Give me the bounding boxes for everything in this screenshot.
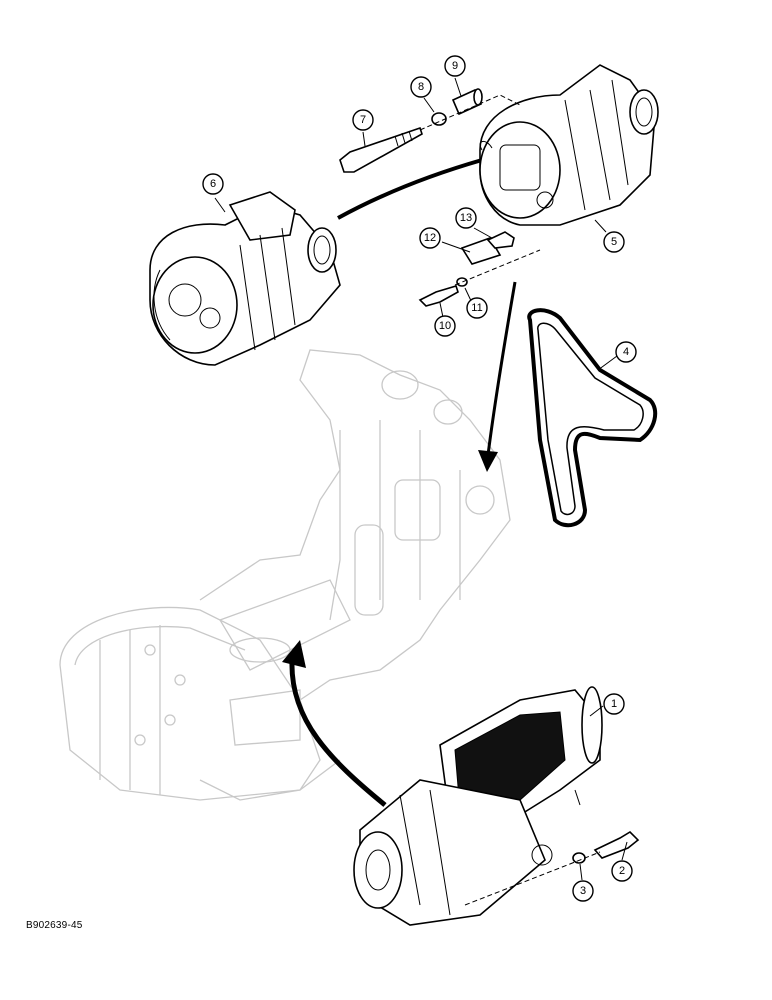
- callout-1: 1: [603, 693, 625, 715]
- alternator-removed: [149, 191, 341, 366]
- svg-text:13: 13: [460, 212, 472, 224]
- leader-lines: [214, 77, 628, 881]
- alternator-arrow: [478, 281, 517, 472]
- svg-text:5: 5: [611, 236, 617, 248]
- callout-4: 4: [615, 341, 637, 363]
- bolt-13: [486, 231, 515, 249]
- assembly-line-lower: [454, 249, 541, 286]
- bolt-7: [339, 126, 423, 173]
- callout-13: 13: [455, 207, 477, 229]
- svg-text:7: 7: [360, 114, 366, 126]
- svg-text:1: 1: [611, 698, 617, 710]
- svg-text:4: 4: [623, 346, 629, 358]
- callout-2: 2: [611, 860, 633, 882]
- drive-belt: [527, 308, 658, 528]
- assembly-line-starter: [464, 851, 601, 906]
- svg-text:2: 2: [619, 865, 625, 877]
- svg-text:3: 3: [580, 885, 586, 897]
- callout-5: 5: [603, 231, 625, 253]
- callout-6: 6: [202, 173, 224, 195]
- callout-11: 11: [466, 297, 488, 319]
- nut-11: [456, 277, 468, 287]
- svg-text:9: 9: [452, 60, 458, 72]
- alternator-installed: [479, 64, 659, 226]
- svg-text:8: 8: [418, 81, 424, 93]
- engine-block: [59, 349, 511, 801]
- spacer-9: [451, 88, 483, 116]
- callout-3: 3: [572, 880, 594, 902]
- bolt-2: [593, 830, 640, 859]
- figure-reference: B902639-45: [26, 920, 83, 931]
- bolt-10: [418, 285, 459, 307]
- callout-12: 12: [419, 227, 441, 249]
- callout-10: 10: [434, 315, 456, 337]
- starter-arrow: [282, 640, 387, 807]
- callout-7: 7: [352, 109, 374, 131]
- starter-motor: [353, 686, 603, 926]
- svg-text:10: 10: [439, 320, 451, 332]
- swap-arrow: [337, 158, 483, 220]
- plate-12: [460, 237, 502, 265]
- callout-9: 9: [444, 55, 466, 77]
- svg-text:6: 6: [210, 178, 216, 190]
- svg-text:12: 12: [424, 232, 436, 244]
- washer-3: [572, 852, 586, 864]
- svg-text:11: 11: [471, 302, 482, 314]
- callout-8: 8: [410, 76, 432, 98]
